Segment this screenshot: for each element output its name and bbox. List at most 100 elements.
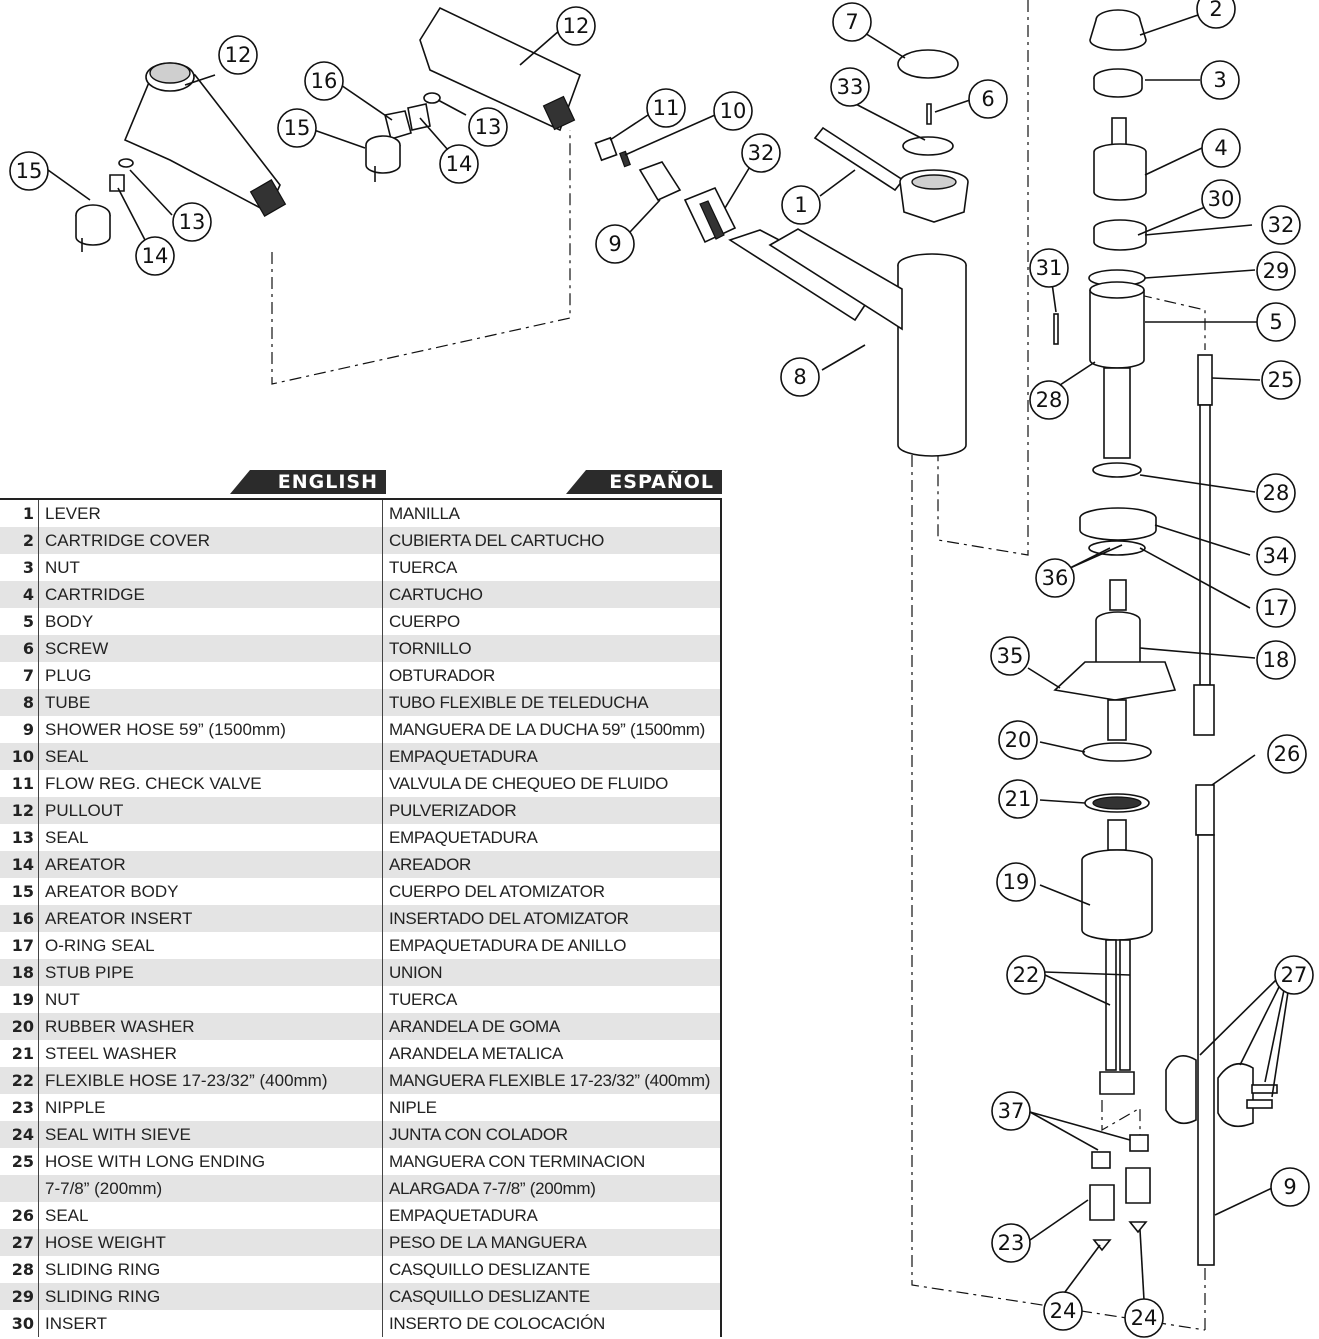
spanish-name: INSERTO DE COLOCACIÓN xyxy=(382,1310,721,1337)
spanish-name: ALARGADA 7-7/8” (200mm) xyxy=(382,1175,721,1202)
pullout-left xyxy=(75,62,287,252)
svg-text:9: 9 xyxy=(1283,1175,1296,1199)
svg-text:13: 13 xyxy=(179,210,206,234)
callout-28-bottom: 28 xyxy=(1256,473,1296,513)
legend-header: ENGLISH ESPAÑOL xyxy=(0,470,722,498)
callout-30: 30 xyxy=(1201,179,1241,219)
part-number: 5 xyxy=(22,612,34,631)
callout-31: 31 xyxy=(1029,248,1069,288)
spanish-name: ARANDELA DE GOMA xyxy=(382,1013,721,1040)
callout-36: 36 xyxy=(1035,558,1075,598)
callout-35: 35 xyxy=(990,636,1030,676)
callout-9-top: 9 xyxy=(595,224,635,264)
svg-text:21: 21 xyxy=(1005,787,1032,811)
spanish-name: AREADOR xyxy=(382,851,721,878)
svg-text:22: 22 xyxy=(1013,963,1040,987)
part-number: 11 xyxy=(11,774,34,793)
part-number: 9 xyxy=(22,720,34,739)
callout-28-top: 28 xyxy=(1029,380,1069,420)
english-name: RUBBER WASHER xyxy=(38,1013,383,1040)
spanish-header: ESPAÑOL xyxy=(566,470,722,494)
svg-text:26: 26 xyxy=(1274,742,1301,766)
spanish-name: TUBO FLEXIBLE DE TELEDUCHA xyxy=(382,689,721,716)
callout-27: 27 xyxy=(1274,955,1314,995)
spanish-name: MANGUERA CON TERMINACION xyxy=(382,1148,721,1175)
svg-text:1: 1 xyxy=(794,193,807,217)
spanish-name: VALVULA DE CHEQUEO DE FLUIDO xyxy=(382,770,721,797)
english-name: SEAL WITH SIEVE xyxy=(38,1121,383,1148)
svg-text:18: 18 xyxy=(1263,648,1290,672)
svg-text:20: 20 xyxy=(1005,728,1032,752)
part-number: 12 xyxy=(0,797,39,824)
english-name: HOSE WITH LONG ENDING xyxy=(38,1148,383,1175)
part-number: 27 xyxy=(0,1229,39,1256)
part-number: 8 xyxy=(0,689,39,716)
english-name: O-RING SEAL xyxy=(38,932,383,959)
callout-1: 1 xyxy=(781,185,821,225)
english-name: TUBE xyxy=(38,689,383,716)
callout-13-left: 13 xyxy=(172,202,212,242)
english-name: NUT xyxy=(38,554,383,581)
callout-32-right: 32 xyxy=(1261,205,1301,245)
spanish-name: EMPAQUETADURA xyxy=(382,824,721,851)
callout-3: 3 xyxy=(1200,60,1240,100)
svg-text:24: 24 xyxy=(1131,1306,1158,1330)
part-number: 18 xyxy=(0,959,39,986)
callout-15-left: 15 xyxy=(9,151,49,191)
part-number: 21 xyxy=(11,1044,34,1063)
svg-text:25: 25 xyxy=(1268,368,1295,392)
english-name: INSERT xyxy=(38,1310,383,1337)
english-name: AREATOR BODY xyxy=(38,878,383,905)
svg-text:32: 32 xyxy=(1268,213,1295,237)
nipple-parts xyxy=(1089,1134,1151,1252)
spanish-name: TUERCA xyxy=(382,554,721,581)
part-number: 16 xyxy=(0,905,39,932)
english-name: AREATOR INSERT xyxy=(38,905,383,932)
spanish-name: CUBIERTA DEL CARTUCHO xyxy=(382,527,721,554)
spanish-name: TORNILLO xyxy=(382,635,721,662)
callout-12-left: 12 xyxy=(218,35,258,75)
svg-text:6: 6 xyxy=(981,87,994,111)
svg-text:12: 12 xyxy=(225,43,252,67)
callout-34: 34 xyxy=(1256,536,1296,576)
callout-14-left: 14 xyxy=(135,236,175,276)
spanish-name: EMPAQUETADURA xyxy=(382,743,721,770)
spanish-name: JUNTA CON COLADOR xyxy=(382,1121,721,1148)
callout-33: 33 xyxy=(830,67,870,107)
part-number: 13 xyxy=(11,828,34,847)
svg-text:11: 11 xyxy=(653,96,680,120)
part-number: 6 xyxy=(0,635,39,662)
english-name: STEEL WASHER xyxy=(38,1040,383,1067)
english-name: SEAL xyxy=(38,824,383,851)
svg-text:7: 7 xyxy=(845,10,858,34)
part-number: 1 xyxy=(22,504,34,523)
callout-9-bottom: 9 xyxy=(1270,1167,1310,1207)
callout-25: 25 xyxy=(1261,360,1301,400)
spanish-name: INSERTADO DEL ATOMIZATOR xyxy=(382,905,721,932)
callout-24-left: 24 xyxy=(1043,1291,1083,1331)
part-number xyxy=(0,1175,39,1202)
english-name: BODY xyxy=(38,608,383,635)
english-name: SEAL xyxy=(38,743,383,770)
callout-4: 4 xyxy=(1201,128,1241,168)
spanish-name: OBTURADOR xyxy=(382,662,721,689)
part-number: 15 xyxy=(11,882,34,901)
spanish-name: NIPLE xyxy=(382,1094,721,1121)
